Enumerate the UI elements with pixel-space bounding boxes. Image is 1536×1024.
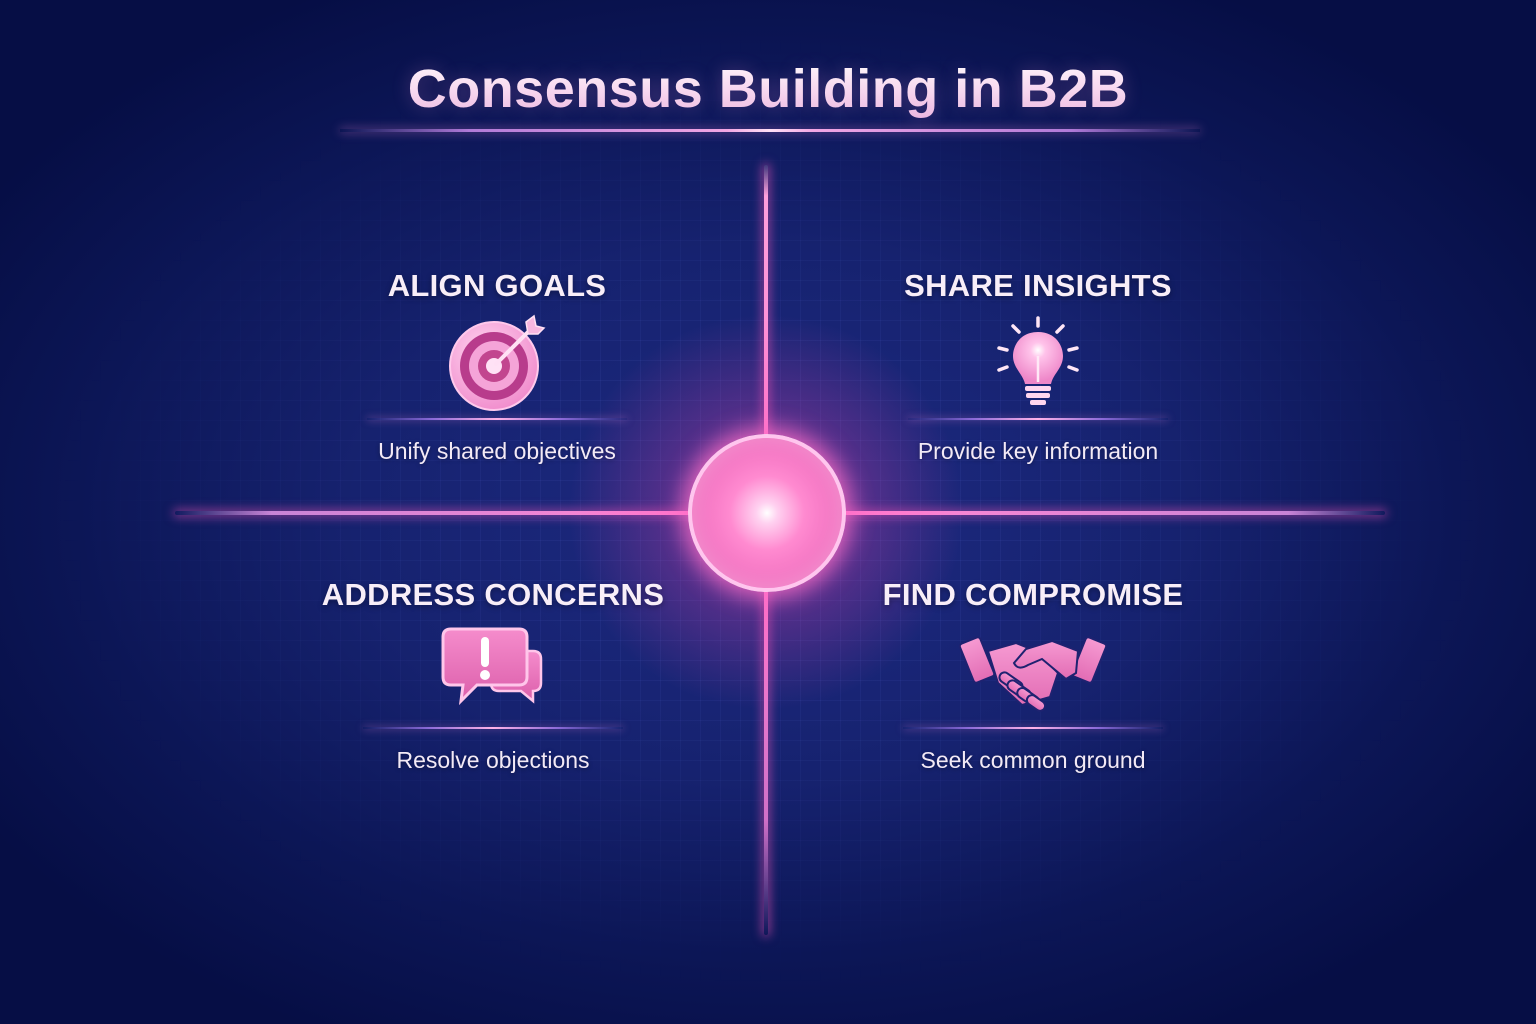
quadrant-divider <box>363 727 623 729</box>
quadrant-share-insights: SHARE INSIGHTS Provide k <box>858 268 1218 465</box>
title-underline <box>340 129 1200 132</box>
lightbulb-icon <box>858 312 1218 412</box>
chat-alert-icon <box>313 621 673 721</box>
quadrant-heading: FIND COMPROMISE <box>882 577 1184 612</box>
quadrant-find-compromise: FIND COMPROMISE Seek common ground <box>853 577 1213 774</box>
quadrant-divider <box>908 418 1168 420</box>
quadrant-description: Provide key information <box>917 438 1159 464</box>
quadrant-description: Resolve objections <box>396 747 590 773</box>
page-title: Consensus Building in B2B <box>0 58 1536 120</box>
quadrant-divider <box>903 727 1163 729</box>
quadrant-description: Seek common ground <box>920 747 1146 773</box>
quadrant-description: Unify shared objectives <box>378 438 616 464</box>
center-core-circle <box>688 434 846 592</box>
quadrant-address-concerns: ADDRESS CONCERNS Resolve objections <box>313 577 673 774</box>
quadrant-heading: SHARE INSIGHTS <box>904 268 1172 303</box>
quadrant-divider <box>367 418 627 420</box>
target-arrow-icon <box>317 312 677 412</box>
handshake-icon <box>853 621 1213 721</box>
quadrant-align-goals: ALIGN GOALS Unify shared objectives <box>317 268 677 465</box>
quadrant-heading: ADDRESS CONCERNS <box>321 577 665 612</box>
quadrant-heading: ALIGN GOALS <box>387 268 607 303</box>
